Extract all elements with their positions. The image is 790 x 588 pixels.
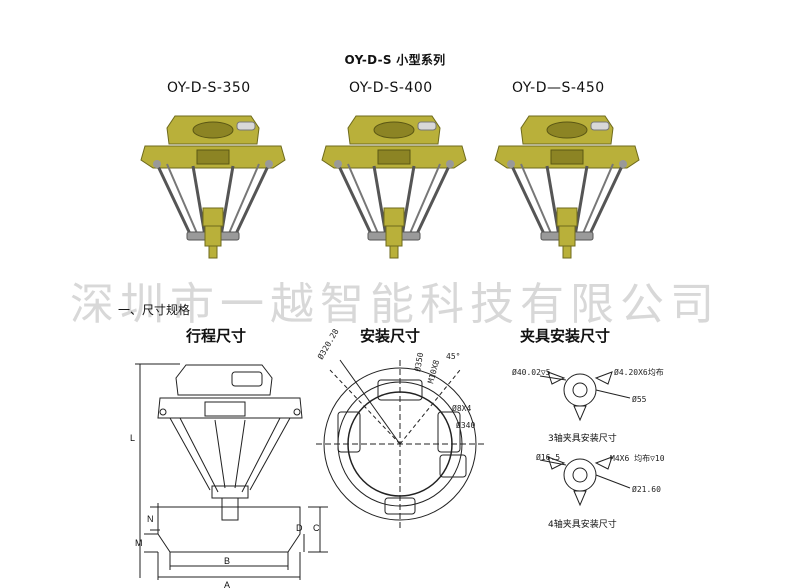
company-watermark: 深圳市一越智能科技有限公司 [70,279,720,330]
gripper-top-left: Ø40.02▽5 [512,367,551,377]
subheading-install: 安装尺寸 [360,327,421,345]
caption-3axis: 3轴夹具安装尺寸 [548,434,617,444]
install-angle45: 45° [446,352,460,361]
dim-label-A: A [224,580,230,588]
model-label-350: OY-D-S-350 [167,80,251,96]
dim-label-D: D [296,523,303,533]
install-d8x4: Ø8X4 [452,403,471,413]
section-heading: 一、尺寸规格 [118,303,191,317]
subheading-gripper: 夹具安装尺寸 [520,327,611,345]
dim-label-B: B [224,556,230,566]
dim-label-C: C [313,523,320,533]
install-d350: Ø350 [412,351,425,372]
series-title: OY-D-S 小型系列 [344,53,446,67]
model-label-400: OY-D-S-400 [349,80,433,96]
gripper-bot-left: Ø16.5 [536,452,560,462]
gripper-top-right: Ø4.20X6均布 [614,367,664,377]
gripper-m4x6: M4X6 均布▽10 [610,453,665,463]
gripper-d21: Ø21.60 [632,484,661,494]
subheading-stroke: 行程尺寸 [186,327,247,345]
caption-4axis: 4轴夹具安装尺寸 [548,520,617,530]
dim-label-M: M [135,538,143,548]
dim-label-L: L [130,433,135,443]
install-d340: Ø340 [456,420,475,430]
dim-label-N: N [147,514,154,524]
model-label-450: OY-D—S-450 [512,80,605,96]
gripper-d55: Ø55 [632,394,647,404]
